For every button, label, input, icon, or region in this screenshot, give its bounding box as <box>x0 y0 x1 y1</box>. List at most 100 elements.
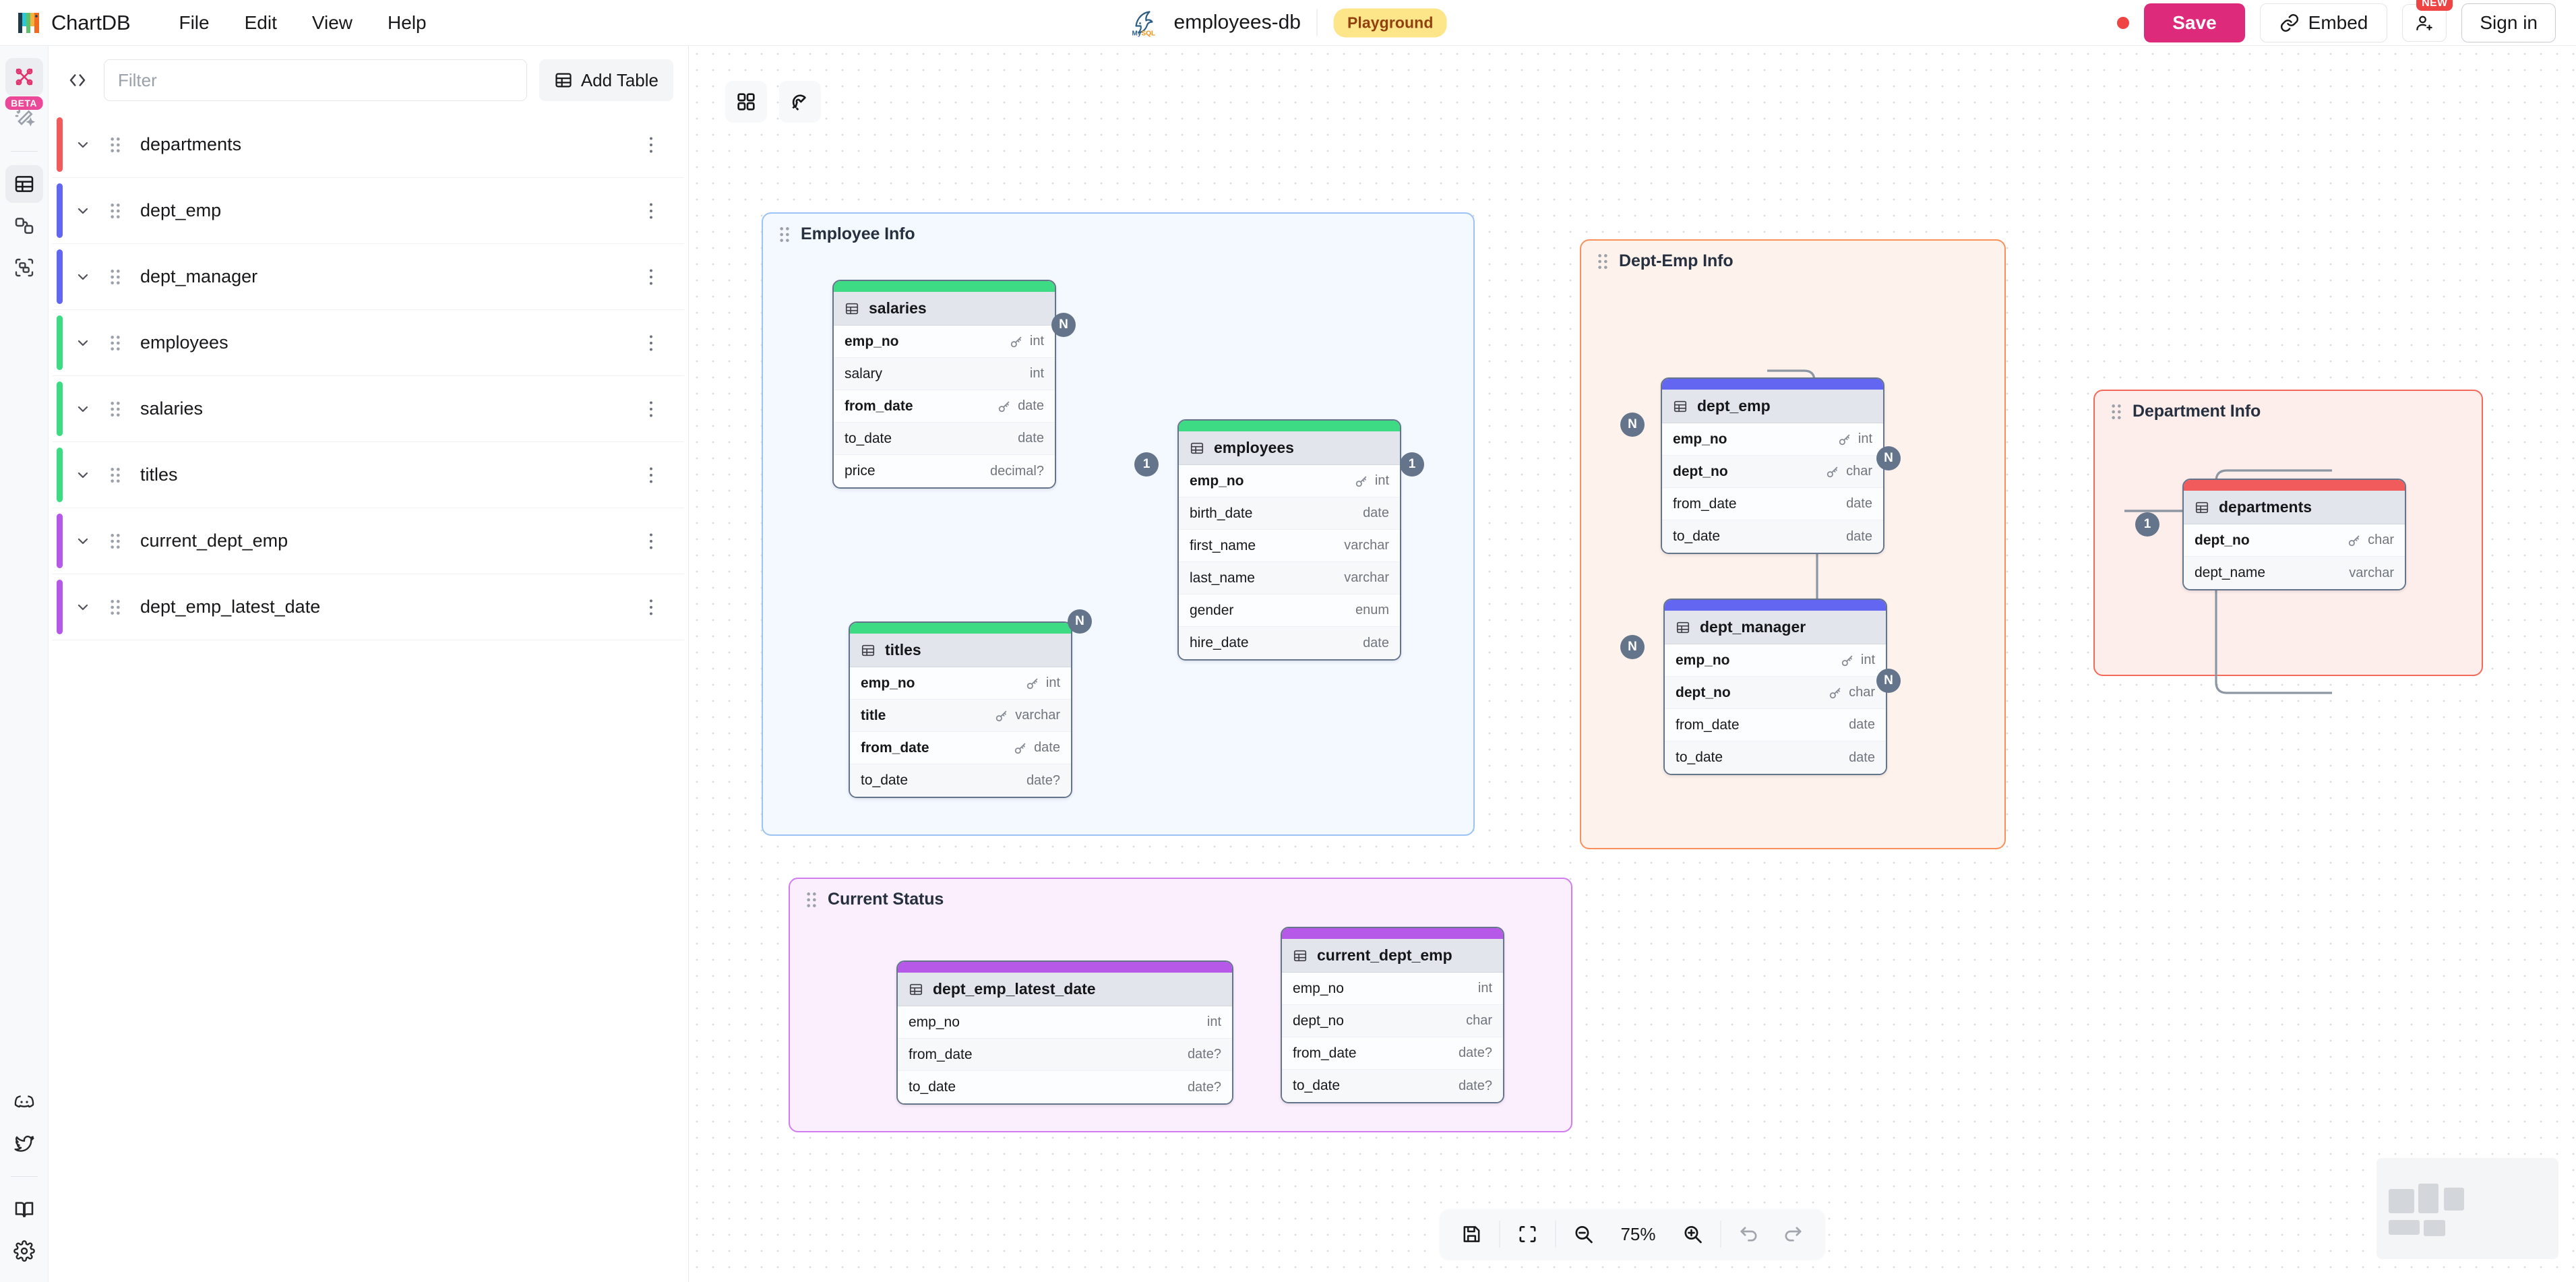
table-options-icon[interactable] <box>640 596 663 619</box>
code-brackets-icon[interactable] <box>63 66 92 94</box>
rail-diagrams-button[interactable] <box>5 58 43 96</box>
redo-button[interactable] <box>1771 1215 1816 1254</box>
rail-docs-button[interactable] <box>5 1190 43 1228</box>
rail-twitter-button[interactable] <box>5 1125 43 1163</box>
chevron-down-icon[interactable] <box>71 533 94 549</box>
table-list-item[interactable]: dept_emp <box>53 178 684 244</box>
table-options-icon[interactable] <box>640 464 663 487</box>
rail-settings-button[interactable] <box>5 1232 43 1270</box>
fit-screen-button[interactable] <box>1505 1215 1550 1254</box>
menu-file[interactable]: File <box>179 11 210 33</box>
rail-magic-button[interactable]: BETA <box>5 96 43 138</box>
drag-handle-icon[interactable] <box>104 400 127 418</box>
table-options-icon[interactable] <box>640 200 663 222</box>
filter-input[interactable] <box>104 59 527 101</box>
save-button[interactable]: Save <box>2144 3 2245 42</box>
table-node-header[interactable]: titles <box>850 634 1071 667</box>
drag-handle-icon[interactable] <box>2110 403 2123 421</box>
table-node-header[interactable]: departments <box>2184 491 2405 524</box>
drag-handle-icon[interactable] <box>104 202 127 220</box>
drag-handle-icon[interactable] <box>104 532 127 550</box>
chevron-down-icon[interactable] <box>71 599 94 615</box>
add-table-button[interactable]: Add Table <box>539 59 673 101</box>
menu-edit[interactable]: Edit <box>244 11 277 33</box>
chevron-down-icon[interactable] <box>71 467 94 483</box>
rail-areas-button[interactable] <box>5 249 43 286</box>
table-list-item[interactable]: dept_manager <box>53 244 684 310</box>
table-node-header[interactable]: dept_emp <box>1662 390 1883 423</box>
table-list-item[interactable]: employees <box>53 310 684 376</box>
chevron-down-icon[interactable] <box>71 401 94 417</box>
drag-handle-icon[interactable] <box>1596 253 1609 270</box>
drag-handle-icon[interactable] <box>104 334 127 352</box>
grid-layout-icon[interactable] <box>725 81 767 123</box>
sign-in-button[interactable]: Sign in <box>2461 3 2556 42</box>
diagram-title[interactable]: employees-db <box>1173 11 1301 34</box>
zoom-level[interactable]: 75% <box>1620 1223 1656 1244</box>
table-options-icon[interactable] <box>640 133 663 156</box>
undo-button[interactable] <box>1727 1215 1771 1254</box>
chevron-down-icon[interactable] <box>71 203 94 219</box>
table-node-header[interactable]: dept_emp_latest_date <box>898 973 1232 1006</box>
minimap[interactable] <box>2376 1158 2558 1259</box>
table-node-header[interactable]: employees <box>1179 431 1400 465</box>
drag-handle-icon[interactable] <box>778 226 791 243</box>
chevron-down-icon[interactable] <box>71 269 94 285</box>
add-user-button[interactable]: NEW <box>2402 0 2453 42</box>
embed-button[interactable]: Embed <box>2259 3 2388 42</box>
table-node-header[interactable]: current_dept_emp <box>1282 939 1503 973</box>
rail-discord-button[interactable] <box>5 1083 43 1121</box>
table-options-icon[interactable] <box>640 266 663 288</box>
menu-view[interactable]: View <box>311 11 353 33</box>
table-node-header[interactable]: salaries <box>834 292 1055 326</box>
drag-handle-icon[interactable] <box>104 268 127 286</box>
drag-handle-icon[interactable] <box>805 891 818 909</box>
save-diagram-button[interactable] <box>1449 1215 1494 1254</box>
drag-handle-icon[interactable] <box>104 466 127 484</box>
table-list-item[interactable]: current_dept_emp <box>53 508 684 574</box>
rail-tables-button[interactable] <box>5 165 43 203</box>
table-options-icon[interactable] <box>640 332 663 355</box>
table-list-item[interactable]: titles <box>53 442 684 508</box>
table-node-header[interactable]: dept_manager <box>1665 611 1886 644</box>
chevron-down-icon[interactable] <box>71 137 94 153</box>
menu-help[interactable]: Help <box>388 11 427 33</box>
